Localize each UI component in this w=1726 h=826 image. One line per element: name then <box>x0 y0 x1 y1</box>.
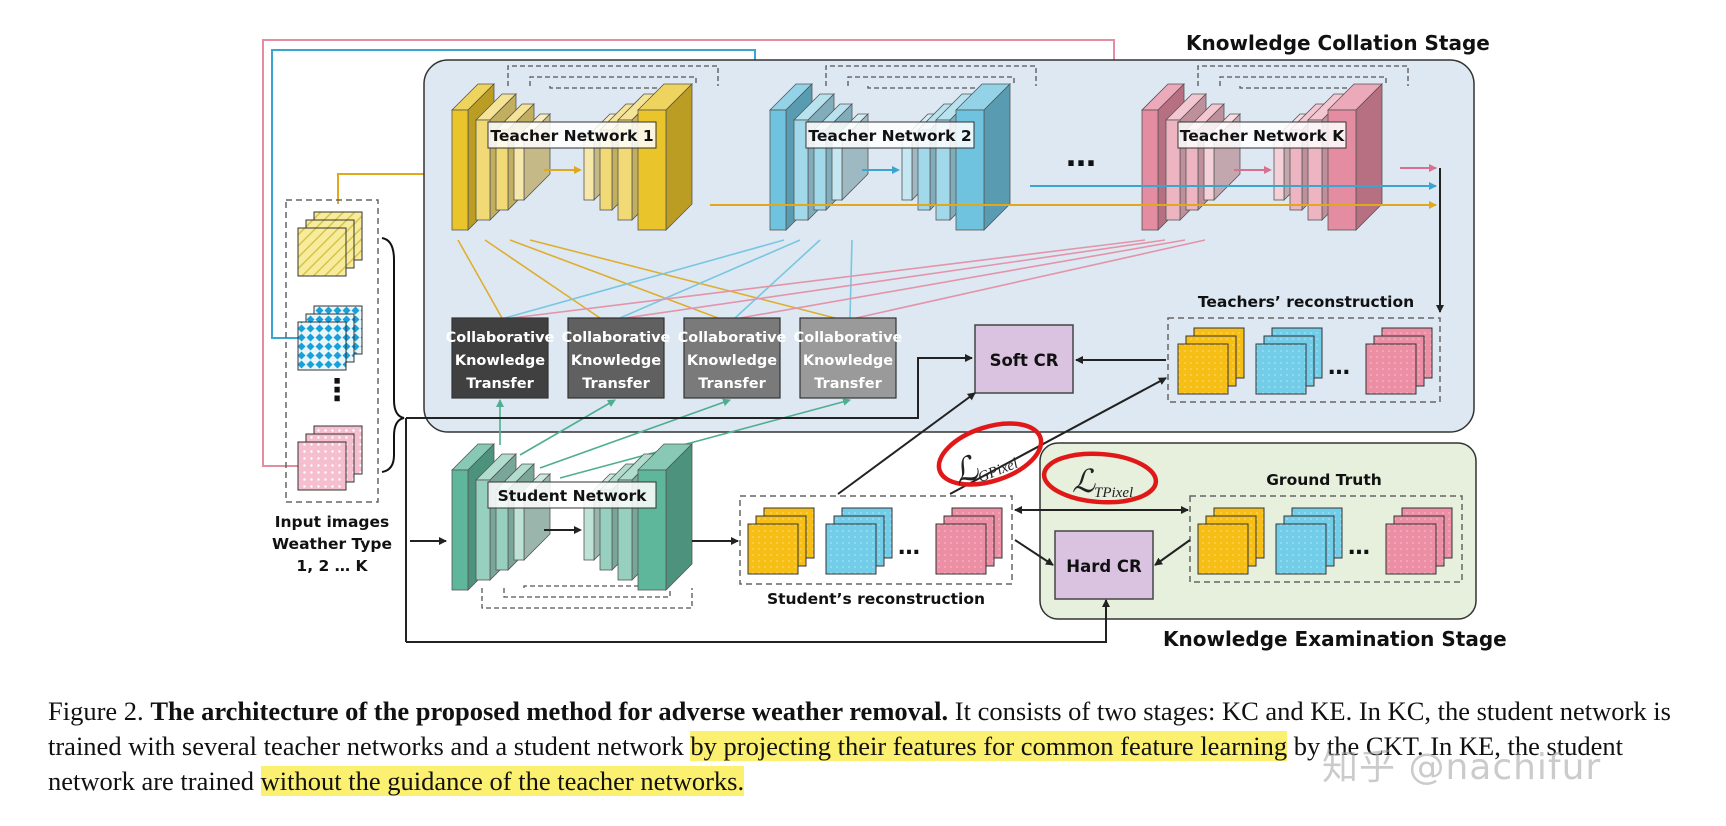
svg-text:Collaborative: Collaborative <box>794 330 903 346</box>
architecture-diagram: Knowledge Collation Stage Knowledge Exam… <box>262 31 1507 651</box>
caption-text-2: by the CKT. In KE, the student network a… <box>48 731 1624 796</box>
svg-text:Weather Type: Weather Type <box>272 535 392 553</box>
caption-title: The architecture of the proposed method … <box>150 696 949 726</box>
svg-text:ℒ: ℒ <box>1072 463 1096 499</box>
input-brace <box>381 237 405 473</box>
teachers-recon-box <box>1167 317 1441 403</box>
soft-cr: Soft CR <box>974 324 1074 394</box>
teacher-network-k: Teacher Network K <box>1141 65 1409 231</box>
svg-text:Knowledge: Knowledge <box>803 353 893 369</box>
student-recon-box <box>739 495 1013 585</box>
input-vdots: ⋮ <box>322 373 352 408</box>
svg-text:Transfer: Transfer <box>814 376 882 392</box>
svg-text:TPixel: TPixel <box>1094 485 1133 501</box>
svg-text:Soft CR: Soft CR <box>990 351 1059 370</box>
input-caption: Input images Weather Type 1, 2 … K <box>272 513 392 575</box>
ground-truth-stacks: … <box>1197 507 1453 575</box>
svg-text:…: … <box>898 535 920 560</box>
ground-truth-box <box>1189 495 1463 583</box>
input-images-box <box>285 199 379 503</box>
input-images <box>297 211 363 491</box>
svg-text:Teacher Network K: Teacher Network K <box>1180 127 1345 145</box>
student-recon-label: Student’s reconstruction <box>767 590 985 608</box>
svg-text:Knowledge: Knowledge <box>455 353 545 369</box>
teachers-recon-stacks: … <box>1177 327 1433 395</box>
svg-text:Teacher Network 2: Teacher Network 2 <box>808 127 971 145</box>
teacher-ellipsis: … <box>1066 139 1096 174</box>
svg-text:Transfer: Transfer <box>698 376 766 392</box>
caption-text-1: It consists of two stages: KC and KE. In… <box>48 696 1671 761</box>
knowledge-examination-label: Knowledge Examination Stage <box>1163 627 1507 651</box>
svg-text:Transfer: Transfer <box>582 376 650 392</box>
teacher-output-lines <box>710 164 1444 313</box>
caption-label: Figure 2. <box>48 696 144 726</box>
svg-text:Student Network: Student Network <box>498 487 648 505</box>
hard-cr: Hard CR <box>1054 530 1154 600</box>
svg-text:1, 2 … K: 1, 2 … K <box>296 557 368 575</box>
caption-highlight-2: without the guidance of the teacher netw… <box>260 766 745 796</box>
svg-text:Collaborative: Collaborative <box>562 330 671 346</box>
figure-caption: Figure 2. The architecture of the propos… <box>48 694 1708 799</box>
cr-connections <box>692 356 1191 566</box>
svg-text:Teacher Network 1: Teacher Network 1 <box>490 127 653 145</box>
svg-text:…: … <box>1328 355 1350 380</box>
svg-text:Collaborative: Collaborative <box>446 330 555 346</box>
student-recon-stacks: … <box>747 507 1003 575</box>
svg-text:Input images: Input images <box>275 513 390 531</box>
student-network: Student Network <box>451 443 693 609</box>
knowledge-collation-label: Knowledge Collation Stage <box>1186 31 1490 55</box>
teachers-recon-label: Teachers’ reconstruction <box>1198 293 1414 311</box>
teacher-network-1: Teacher Network 1 <box>451 65 719 231</box>
student-ckt-lines <box>496 397 851 479</box>
svg-text:…: … <box>1348 535 1370 560</box>
loss-tpixel: ℒ TPixel <box>1041 451 1159 505</box>
caption-highlight-1: by projecting their features for common … <box>690 731 1288 761</box>
ground-truth-label: Ground Truth <box>1266 471 1382 489</box>
watermark: 知乎 @nachifur <box>1322 747 1602 788</box>
svg-text:Hard CR: Hard CR <box>1066 557 1142 576</box>
teacher-network-2: Teacher Network 2 <box>769 65 1037 231</box>
ckt-connections <box>457 239 1206 319</box>
svg-text:Collaborative: Collaborative <box>678 330 787 346</box>
ckt-boxes: CollaborativeKnowledgeTransferCollaborat… <box>446 317 903 399</box>
svg-text:Knowledge: Knowledge <box>687 353 777 369</box>
svg-text:Transfer: Transfer <box>466 376 534 392</box>
svg-text:Knowledge: Knowledge <box>571 353 661 369</box>
student-input-lines <box>405 354 1110 643</box>
